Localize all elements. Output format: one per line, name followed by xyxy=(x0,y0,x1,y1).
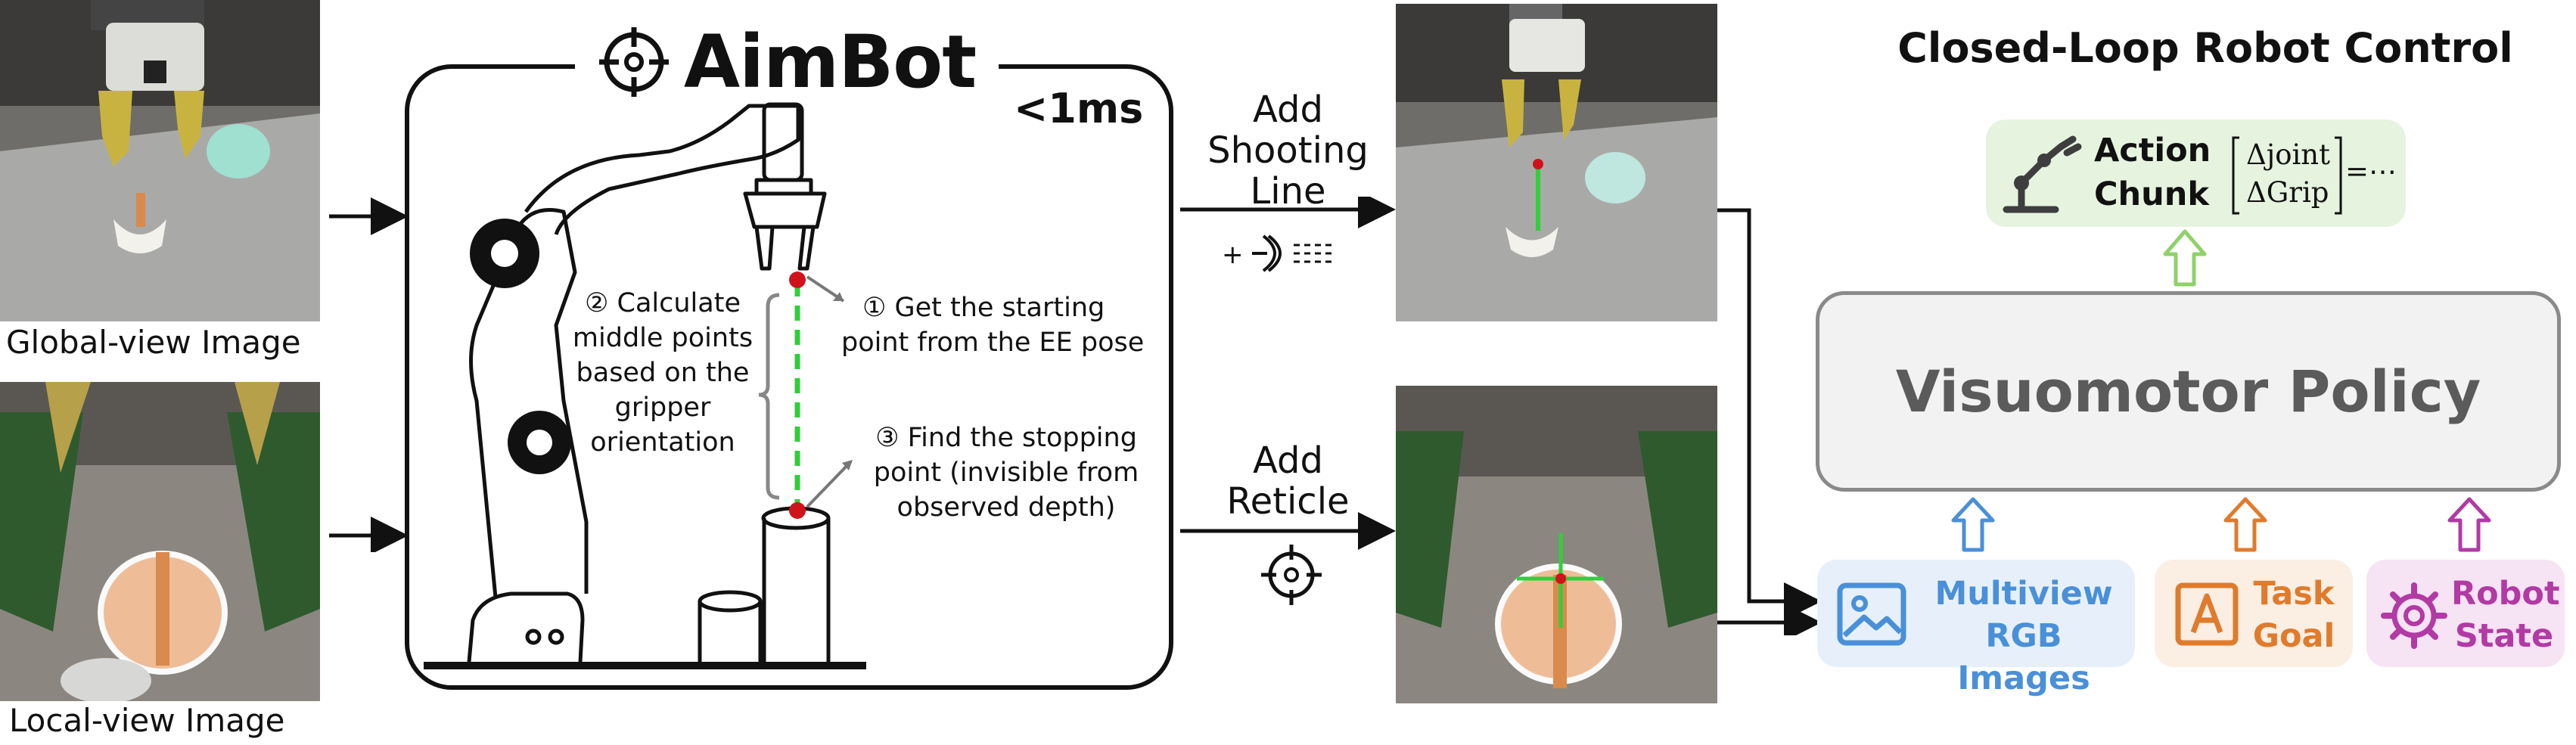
action-matrix: Δjoint ΔGrip xyxy=(2236,136,2330,212)
matrix-suffix: =⋯ xyxy=(2345,155,2397,188)
add-shooting-line-label: Add Shooting Line xyxy=(1188,89,1388,212)
latency-label: <1ms xyxy=(1014,85,1144,132)
label-line: Shooting xyxy=(1207,129,1369,172)
svg-text:+: + xyxy=(1222,240,1244,270)
aimbot-output-arrows xyxy=(1180,197,1396,550)
label-line: Goal xyxy=(2252,617,2335,655)
step3-note: ③ Find the stopping point (invisible fro… xyxy=(862,421,1150,525)
label-line: Add xyxy=(1253,439,1323,482)
label-line: Action xyxy=(2094,132,2211,169)
text-a-icon xyxy=(2175,582,2239,646)
label-line: Reticle xyxy=(1226,480,1350,523)
global-view-with-shooting-line xyxy=(1396,4,1717,321)
visuomotor-policy-box: Visuomotor Policy xyxy=(1816,291,2561,492)
step2-line: based on the xyxy=(576,358,750,388)
action-chunk-label: Action Chunk xyxy=(2094,129,2211,216)
step2-line: middle points xyxy=(572,323,754,353)
step3-line: ③ Find the stopping xyxy=(875,423,1137,453)
global-view-image xyxy=(0,0,320,321)
aimbot-title-text: AimBot xyxy=(683,20,977,104)
label-line: Multiview xyxy=(1934,575,2113,613)
label-line: Task xyxy=(2253,575,2335,613)
robot-state-label: Robot State xyxy=(2451,573,2560,657)
label-line: Robot xyxy=(2451,575,2560,613)
image-icon xyxy=(1837,582,1906,646)
reticle-icon xyxy=(1261,545,1322,605)
step2-line: orientation xyxy=(590,427,735,458)
aimbot-title: AimBot xyxy=(575,17,999,107)
robot-arm-icon xyxy=(2003,135,2082,213)
closed-loop-title: Closed-Loop Robot Control xyxy=(1897,24,2513,72)
matrix-row: Δjoint xyxy=(2246,138,2330,171)
local-view-image xyxy=(0,382,320,701)
step3-line: point (invisible from xyxy=(873,458,1139,488)
step1-line: point from the EE pose xyxy=(841,327,1145,358)
label-line: Chunk xyxy=(2094,175,2209,213)
input-arrows xyxy=(329,197,409,552)
gear-icon xyxy=(2381,582,2447,649)
label-line: RGB Images xyxy=(1957,617,2090,697)
shooting-line-icon: + xyxy=(1222,234,1335,272)
step2-line: ② Calculate xyxy=(585,288,741,318)
task-goal-box xyxy=(2155,560,2353,667)
global-view-caption: Global-view Image xyxy=(6,324,301,361)
action-matrix-brackets xyxy=(2232,136,2342,215)
policy-to-action-arrow xyxy=(2163,229,2207,287)
step3-line: observed depth) xyxy=(896,492,1116,523)
step1-note: ① Get the starting point from the EE pos… xyxy=(841,290,1144,360)
robot-state-box xyxy=(2366,560,2565,667)
step2-note: ② Calculate middle points based on the g… xyxy=(561,286,764,460)
crosshair-icon xyxy=(598,27,669,97)
robot-arm-illustration xyxy=(424,102,866,669)
label-line: Add xyxy=(1253,88,1323,131)
local-view-with-reticle xyxy=(1396,386,1717,703)
policy-label: Visuomotor Policy xyxy=(1895,358,2481,425)
input-arrow-rgb xyxy=(1951,497,1995,552)
local-view-caption: Local-view Image xyxy=(9,702,285,739)
task-goal-label: Task Goal xyxy=(2241,573,2347,657)
label-line: Line xyxy=(1250,170,1326,213)
input-arrow-state xyxy=(2447,497,2491,552)
step2-line: gripper xyxy=(614,393,711,423)
multiview-rgb-box xyxy=(1817,560,2135,667)
step1-line: ① Get the starting xyxy=(862,293,1105,323)
photo-to-input-arrows xyxy=(1717,208,1822,635)
label-line: State xyxy=(2454,617,2554,655)
matrix-row: ΔGrip xyxy=(2246,176,2329,209)
input-arrow-goal xyxy=(2223,497,2267,552)
add-reticle-label: Add Reticle xyxy=(1188,440,1388,522)
multiview-rgb-label: Multiview RGB Images xyxy=(1914,573,2133,700)
